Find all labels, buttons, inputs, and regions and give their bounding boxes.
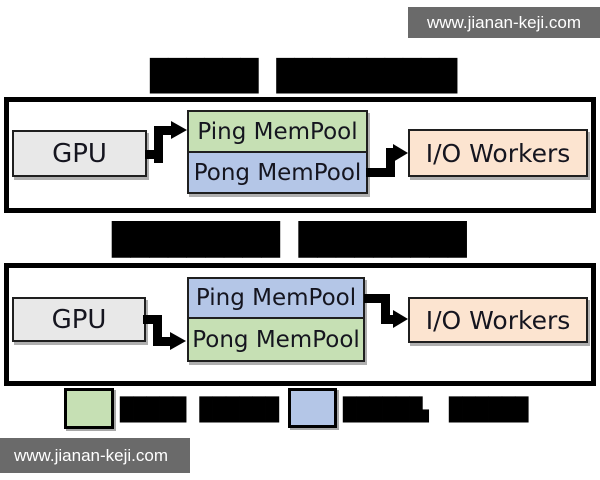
watermark-bottom: www.jianan-keji.com	[0, 438, 190, 473]
mempool-stack-1: Ping MemPool Pong MemPool	[187, 110, 368, 194]
section2-title: █████████ █████████	[112, 222, 467, 258]
ping-mempool-box-2: Ping MemPool	[187, 277, 365, 319]
legend-green-swatch	[64, 388, 114, 429]
legend-blue-label: ██████▖ ██████	[343, 398, 529, 423]
watermark-top: www.jianan-keji.com	[408, 7, 600, 38]
ping-mempool-box-1: Ping MemPool	[187, 110, 368, 153]
gpu-box-2: GPU	[12, 297, 146, 342]
pong-mempool-box-1: Pong MemPool	[187, 151, 368, 194]
arrowhead-icon	[393, 310, 408, 328]
arrowhead-icon	[170, 332, 186, 350]
legend-green-label: █████ ██████	[120, 398, 279, 423]
legend-blue-swatch	[288, 388, 337, 428]
arrowhead-icon	[393, 144, 408, 162]
io-workers-box-1: I/O Workers	[408, 129, 588, 177]
section1-title: ██████ ██████████	[150, 59, 458, 94]
gpu-box-1: GPU	[12, 130, 147, 177]
mempool-stack-2: Ping MemPool Pong MemPool	[187, 277, 365, 362]
pong-mempool-box-2: Pong MemPool	[187, 317, 365, 362]
io-workers-box-2: I/O Workers	[408, 297, 588, 343]
arrowhead-icon	[171, 121, 187, 139]
